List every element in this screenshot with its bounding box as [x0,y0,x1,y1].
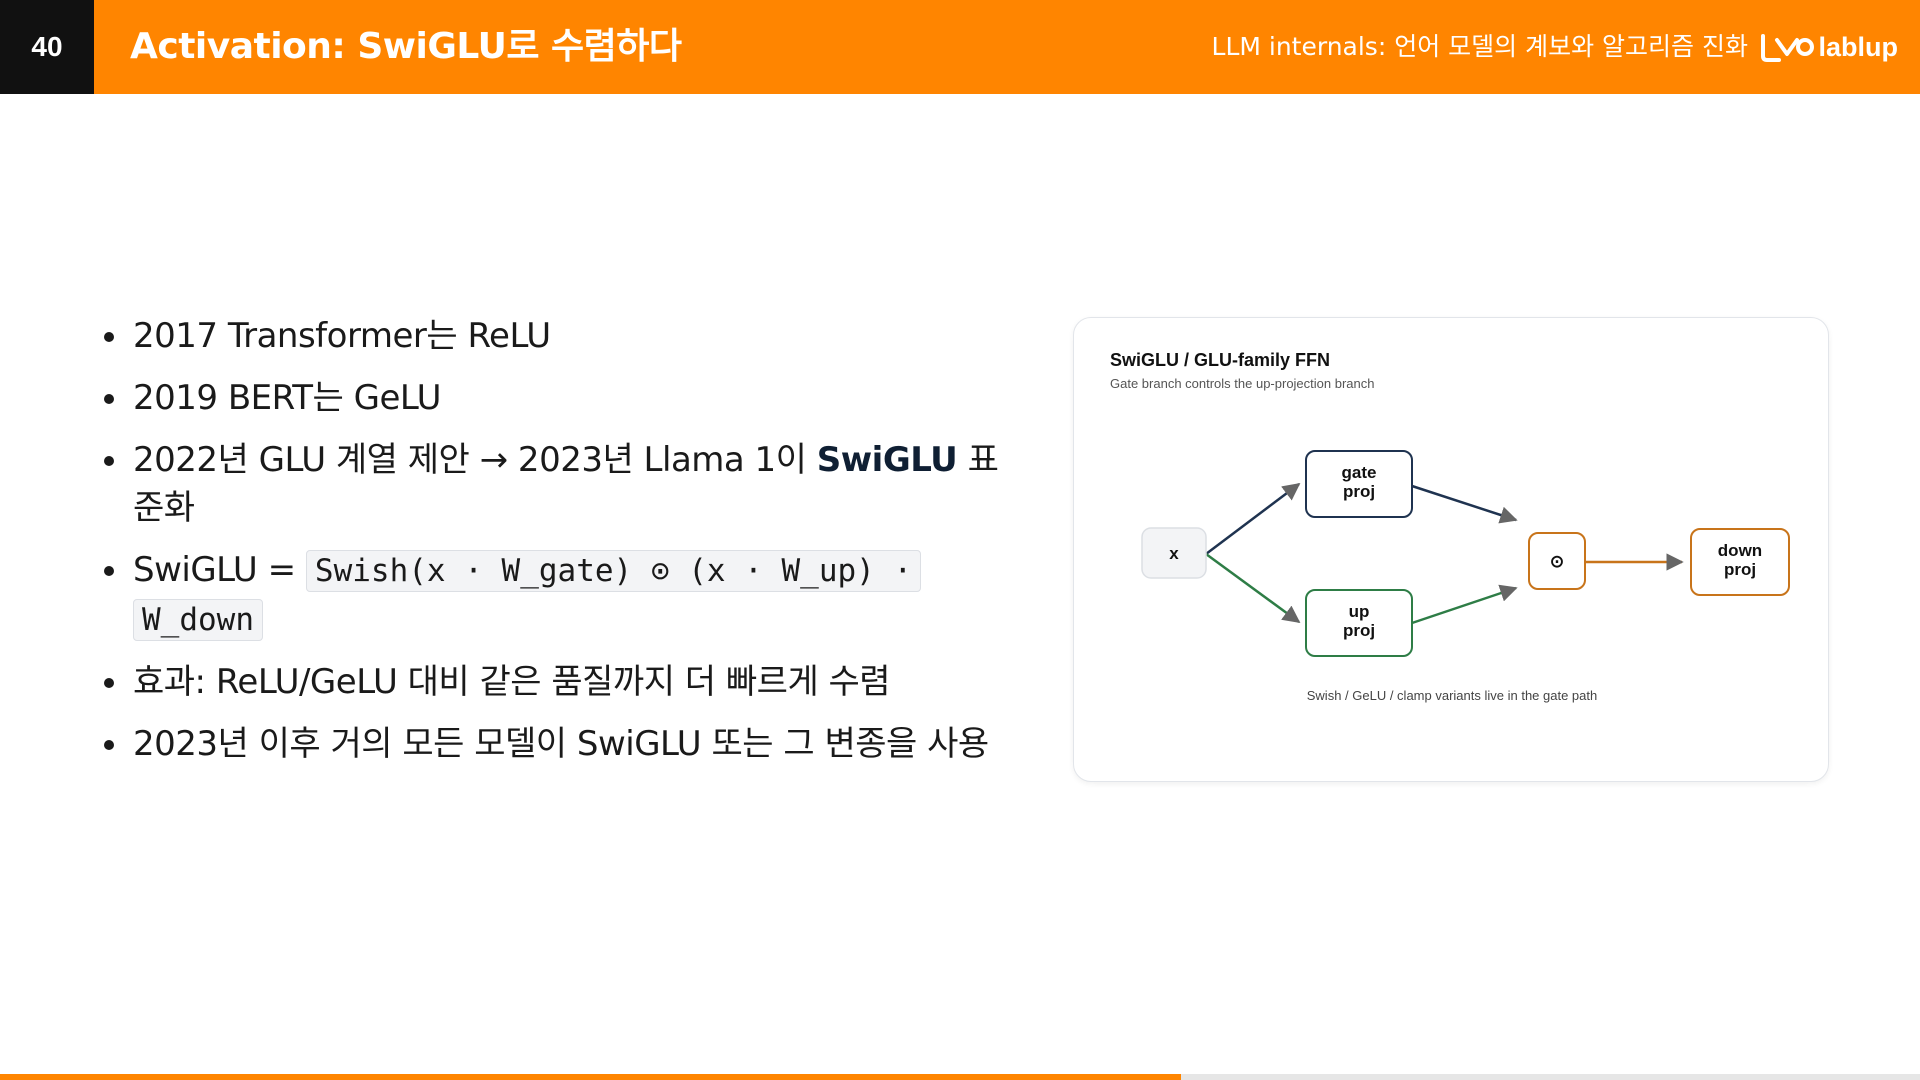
node-x-label: x [1169,544,1179,563]
bullet-item: SwiGLU = Swish(x · W_gate) ⊙ (x · W_up) … [100,546,1000,644]
bullet-text: 효과: ReLU/GeLU 대비 같은 품질까지 더 빠르게 수렴 [133,662,891,702]
slide-number: 40 [0,0,94,94]
bullet-text: 2022년 GLU 계열 제안 → 2023년 Llama 1이 [133,440,817,480]
bullet-text: 2023년 이후 거의 모든 모델이 SwiGLU 또는 그 변종을 사용 [133,724,989,764]
node-up-proj: up proj [1305,589,1413,657]
swiglu-diagram: x gate proj up proj ⊙ down proj [1141,450,1790,657]
bullet-text: 표준화 [133,440,999,528]
diagram-title: SwiGLU / GLU-family FFN [1110,350,1331,370]
node-up-label: up [1349,602,1370,621]
slide-progress-bar [0,1074,1920,1080]
edge-x-to-up [1205,552,1301,624]
slide-progress-fill [0,1074,1181,1080]
node-elementwise-multiply: ⊙ [1528,532,1586,590]
node-x: x [1141,527,1207,579]
bullet-text: 2019 BERT는 GeLU [133,378,442,418]
node-up-label: proj [1343,621,1375,640]
bullet-text: SwiGLU = [133,550,306,590]
node-gate-proj: gate proj [1305,450,1413,518]
bullet-emphasis: SwiGLU [816,440,958,480]
header-bar: 40 Activation: SwiGLU로 수렴하다 LLM internal… [0,0,1920,94]
lablup-logo: lablup [1757,30,1899,64]
diagram-subtitle: Gate branch controls the up-projection b… [1110,376,1375,391]
node-gate-label: gate [1342,463,1377,482]
bullet-text: 2017 Transformer는 ReLU [133,316,551,356]
diagram-caption: Swish / GeLU / clamp variants live in th… [1306,688,1598,703]
node-down-label: down [1718,541,1762,560]
bullet-item: 2023년 이후 거의 모든 모델이 SwiGLU 또는 그 변종을 사용 [100,720,1000,768]
bullet-list: 2017 Transformer는 ReLU 2019 BERT는 GeLU 2… [100,312,1000,782]
lablup-logo-icon [1760,34,1814,62]
diagram-card: SwiGLU / GLU-family FFN Gate branch cont… [1073,317,1829,782]
logo-wordmark: lablup [1818,31,1899,62]
bullet-item: 효과: ReLU/GeLU 대비 같은 품질까지 더 빠르게 수렴 [100,658,1000,706]
bullet-item: 2019 BERT는 GeLU [100,374,1000,422]
node-down-proj: down proj [1690,528,1790,596]
node-gate-label: proj [1343,482,1375,501]
deck-title: LLM internals: 언어 모델의 계보와 알고리즘 진화 [1211,32,1748,61]
bullet-item: 2017 Transformer는 ReLU [100,312,1000,360]
multiply-icon: ⊙ [1550,552,1564,571]
node-down-label: proj [1724,560,1756,579]
edge-x-to-gate [1205,482,1301,555]
edge-gate-to-mult [1411,484,1518,524]
slide-title: Activation: SwiGLU로 수렴하다 [130,26,682,67]
bullet-item: 2022년 GLU 계열 제안 → 2023년 Llama 1이 SwiGLU … [100,436,1000,532]
edge-up-to-mult [1411,584,1518,625]
